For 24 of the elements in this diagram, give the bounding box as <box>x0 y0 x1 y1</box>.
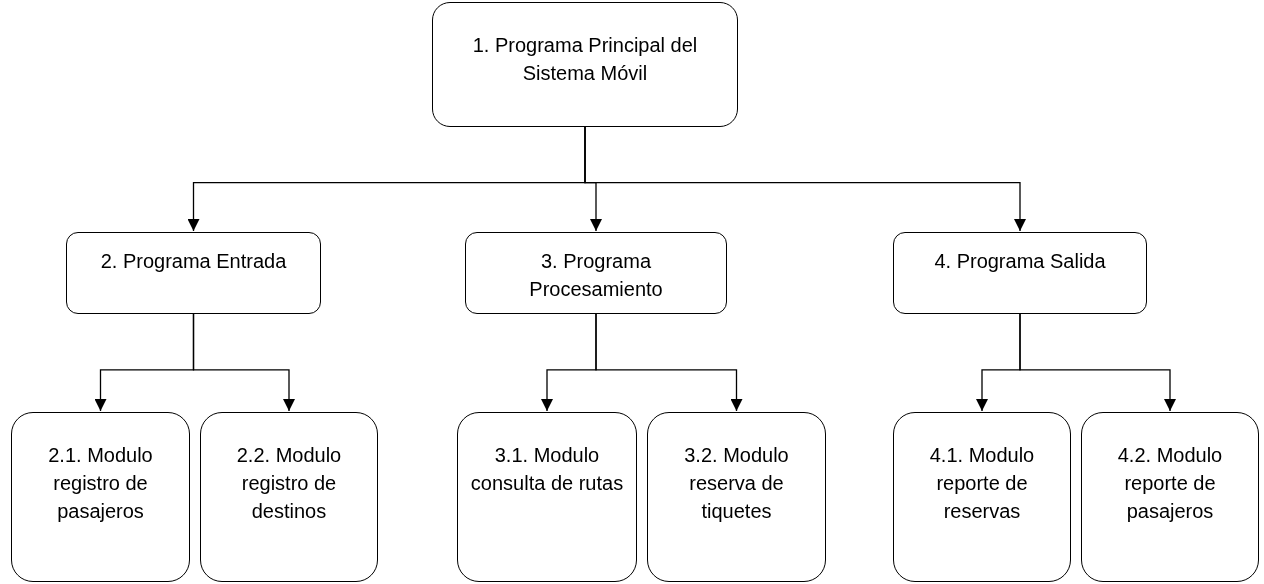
box-label: 4.1. Modulo reporte de reservas <box>928 443 1036 524</box>
process-box <box>893 232 1147 314</box>
process-box <box>11 412 190 582</box>
box-label: 3.2. Modulo reserva de tiquetes <box>683 443 790 524</box>
process-box <box>1081 412 1259 582</box>
process-box <box>432 2 738 127</box>
arrow <box>584 126 1026 232</box>
process-box <box>465 232 727 314</box>
box-label: 1. Programa Principal del Sistema Móvil <box>471 33 699 86</box>
box-label: 4. Programa Salida <box>934 249 1106 274</box>
process-box <box>893 412 1071 582</box>
arrow <box>1019 313 1176 412</box>
box-label: 2. Programa Entrada <box>100 249 287 274</box>
box-label: 3. Programa Procesamiento <box>528 249 664 302</box>
process-box <box>66 232 321 314</box>
box-label: 2.1. Modulo registro de pasajeros <box>47 443 154 524</box>
process-box <box>200 412 378 582</box>
box-label: 4.2. Modulo reporte de pasajeros <box>1116 443 1224 524</box>
process-box <box>647 412 826 582</box>
arrow <box>192 313 295 412</box>
process-box <box>457 412 637 582</box>
box-label: 2.2. Modulo registro de destinos <box>235 443 343 524</box>
arrow <box>595 313 743 412</box>
box-label: 3.1. Modulo consulta de rutas <box>469 443 625 496</box>
